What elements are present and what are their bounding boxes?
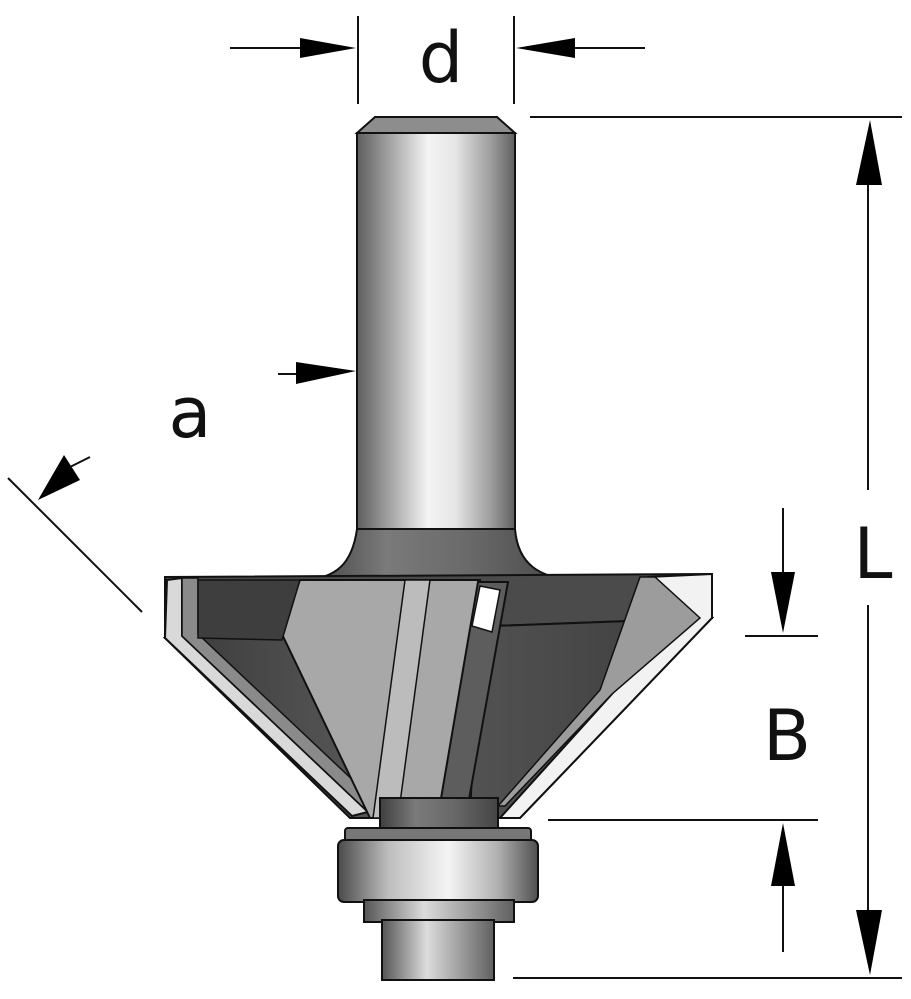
label-a: a [169, 372, 212, 454]
L-arrow-top [856, 120, 882, 185]
shank [354, 116, 518, 532]
lower-neck [379, 797, 499, 829]
shank-cylinder [356, 132, 516, 532]
dimension-d: d [230, 16, 645, 104]
B-arrow-top [771, 572, 795, 633]
cutter-body [162, 572, 715, 819]
L-arrow-bottom [856, 910, 882, 975]
right-carbide-side [496, 576, 702, 807]
a-leader-lower [69, 456, 91, 468]
label-d: d [419, 17, 463, 99]
label-B: B [763, 695, 811, 777]
dimension-B: B [548, 508, 818, 952]
shank-chamfer [354, 116, 518, 134]
d-arrow-right [516, 38, 575, 58]
dimension-a: a [7, 362, 356, 613]
bearing-race [337, 839, 539, 903]
B-arrow-bottom [771, 823, 795, 886]
bearing [337, 827, 539, 981]
a-extension-line [7, 477, 143, 613]
bearing-screw [381, 919, 495, 981]
bearing-bottom-washer [363, 899, 515, 923]
label-L: L [854, 513, 893, 595]
a-arrow-upper [296, 362, 356, 384]
groove-highlight [471, 585, 501, 633]
body-top-block [197, 579, 302, 641]
neck-fillet [304, 528, 576, 581]
dimension-L: L [513, 116, 902, 979]
d-arrow-left [300, 38, 356, 58]
a-arrow-lower [38, 455, 80, 500]
